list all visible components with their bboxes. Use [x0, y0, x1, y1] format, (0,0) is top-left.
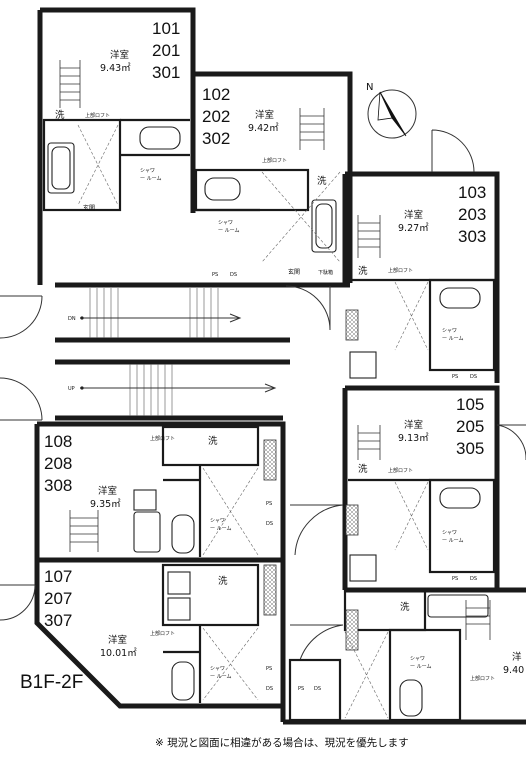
unit-partial-ps: PS: [298, 686, 304, 692]
unit-101-number-3: 301: [152, 63, 180, 82]
unit-102: 102 202 302 洋室 9.42㎡ 洗 上部ロフト シャワ ー ルーム P…: [194, 85, 341, 278]
unit-107-room: 洋室: [108, 634, 127, 646]
unit-101-entrance: 玄関: [83, 204, 95, 212]
unit-102-wash: 洗: [317, 175, 327, 187]
unit-103: 103 203 303 洋室 9.27㎡ 洗 上部ロフト シャワ ー ルーム P…: [345, 129, 497, 380]
unit-107-number-2: 207: [44, 589, 72, 608]
unit-102-shower-a: シャワ: [218, 220, 233, 226]
disclaimer-note: ※ 現況と図面に相違がある場合は、現況を優先します: [155, 736, 409, 749]
stair-down-label: DN: [68, 316, 76, 322]
exterior-walls: [34, 7, 526, 725]
unit-108-ps: PS: [266, 501, 272, 507]
unit-108: 108 208 308 洋室 9.35㎡ 洗 上部ロフト シャワ ー ルーム P…: [44, 425, 277, 557]
unit-108-shower-b: ー ルーム: [210, 526, 231, 532]
unit-102-loft: 上部ロフト: [262, 157, 287, 164]
unit-101-number-1: 101: [152, 19, 180, 38]
unit-107-area: 10.01㎡: [100, 648, 137, 659]
unit-105-ps: PS: [452, 576, 458, 582]
unit-partial-ds: DS: [314, 686, 321, 692]
stair-up-label: UP: [68, 386, 75, 392]
unit-101-shower-a: シャワ: [140, 168, 155, 174]
unit-105-room: 洋室: [404, 419, 423, 431]
unit-103-wash: 洗: [358, 265, 368, 277]
north-arrow: N: [366, 82, 417, 139]
unit-105-wash: 洗: [358, 463, 368, 475]
unit-103-ps: PS: [452, 374, 458, 380]
unit-108-wash: 洗: [208, 435, 218, 447]
unit-101: 101 201 301 洋室 9.43㎡ 洗 上部ロフト シャワ ー ルーム 玄…: [42, 19, 190, 212]
unit-105-area: 9.13㎡: [398, 433, 429, 444]
unit-105-number-1: 105: [456, 395, 484, 414]
unit-105-number-2: 205: [456, 417, 484, 436]
unit-107-wash: 洗: [218, 575, 228, 587]
unit-partial-room: 洋: [512, 651, 522, 663]
unit-105-shower-b: ー ルーム: [442, 538, 463, 544]
unit-103-number-3: 303: [458, 227, 486, 246]
unit-105-ds: DS: [470, 576, 477, 582]
unit-107: 107 207 307 洋室 10.01㎡ 洗 上部ロフト シャワ ー ルーム …: [0, 563, 344, 703]
unit-102-number-2: 202: [202, 107, 230, 126]
unit-102-ds: DS: [230, 272, 237, 278]
unit-102-area: 9.42㎡: [248, 123, 279, 134]
unit-102-room: 洋室: [255, 109, 274, 121]
unit-107-number-3: 307: [44, 611, 72, 630]
unit-103-ds: DS: [470, 374, 477, 380]
unit-101-room: 洋室: [110, 49, 129, 61]
unit-102-entrance: 玄関: [288, 268, 300, 276]
unit-102-storage: 下駄箱: [318, 269, 333, 276]
unit-105: 105 205 305 洋室 9.13㎡ 洗 上部ロフト シャワ ー ルーム P…: [290, 395, 526, 582]
unit-103-shower-b: ー ルーム: [442, 336, 463, 342]
unit-105-loft: 上部ロフト: [388, 467, 413, 474]
unit-107-ps: PS: [266, 666, 272, 672]
unit-108-loft: 上部ロフト: [150, 435, 175, 442]
unit-108-area: 9.35㎡: [90, 499, 121, 510]
unit-105-shower-a: シャワ: [442, 530, 457, 536]
unit-101-number-2: 201: [152, 41, 180, 60]
unit-105-number-3: 305: [456, 439, 484, 458]
unit-103-loft: 上部ロフト: [388, 267, 413, 274]
unit-108-number-1: 108: [44, 432, 72, 451]
unit-103-number-2: 203: [458, 205, 486, 224]
unit-107-number-1: 107: [44, 567, 72, 586]
unit-partial-shower-a: シャワ: [410, 656, 425, 662]
unit-102-number-3: 302: [202, 129, 230, 148]
unit-108-number-3: 308: [44, 476, 72, 495]
unit-103-shower-a: シャワ: [442, 328, 457, 334]
floor-label: B1F-2F: [20, 672, 83, 693]
unit-103-room: 洋室: [404, 209, 423, 221]
unit-103-area: 9.27㎡: [398, 223, 429, 234]
unit-103-number-1: 103: [458, 183, 486, 202]
unit-102-ps: PS: [212, 272, 218, 278]
unit-108-room: 洋室: [98, 485, 117, 497]
unit-partial-right: 洋 9.40 洗 上部ロフト シャワ ー ルーム PS DS: [288, 588, 524, 722]
unit-108-number-2: 208: [44, 454, 72, 473]
unit-102-number-1: 102: [202, 85, 230, 104]
unit-101-shower-b: ー ルーム: [140, 176, 161, 182]
unit-102-shower-b: ー ルーム: [218, 228, 239, 234]
unit-partial-loft: 上部ロフト: [470, 675, 495, 682]
unit-101-area: 9.43㎡: [100, 63, 131, 74]
unit-107-shower-a: シャワ: [210, 666, 225, 672]
unit-partial-wash: 洗: [400, 601, 410, 613]
unit-108-ds: DS: [266, 521, 273, 527]
unit-partial-shower-b: ー ルーム: [410, 664, 431, 670]
unit-108-shower-a: シャワ: [210, 518, 225, 524]
staircase: DN UP: [0, 285, 331, 421]
unit-107-loft: 上部ロフト: [150, 630, 175, 637]
unit-101-loft: 上部ロフト: [85, 112, 110, 119]
unit-107-ds: DS: [266, 686, 273, 692]
unit-107-shower-b: ー ルーム: [210, 674, 231, 680]
unit-partial-area: 9.40: [503, 665, 524, 676]
unit-101-wash: 洗: [55, 109, 65, 121]
north-arrow-label: N: [366, 82, 373, 93]
